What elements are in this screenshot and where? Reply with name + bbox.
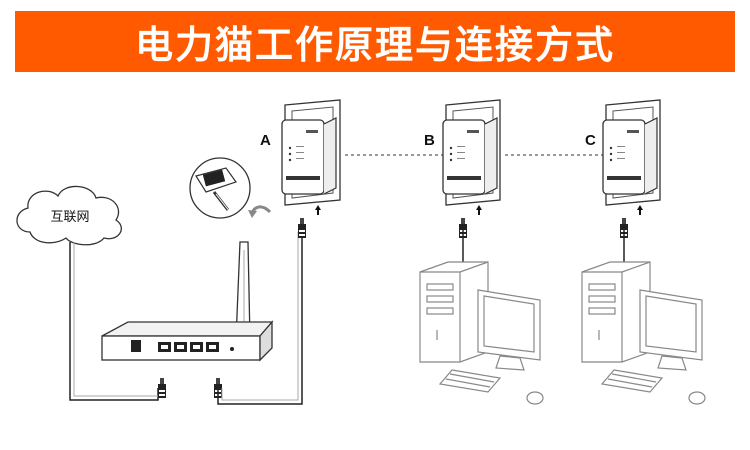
ethernet-plug-icon: [158, 378, 222, 398]
computer-c: [581, 261, 706, 405]
powerline-adapter-icon: [281, 117, 337, 195]
computer-b: [419, 261, 544, 405]
arrow-up-icon: [315, 205, 321, 215]
arrow-up-icon: [476, 205, 482, 215]
cloud-icon: 互联网: [16, 185, 122, 246]
adapter-label-c: C: [585, 132, 596, 149]
powerline-adapter-icon: [602, 117, 658, 195]
mouse-icon: [688, 391, 706, 405]
router-icon: [101, 241, 274, 362]
cloud-label: 互联网: [50, 210, 89, 225]
adapter-b: B: [424, 99, 501, 268]
keyboard-icon: [600, 369, 664, 393]
adapter-c: C: [585, 99, 661, 268]
page-title: 电力猫工作原理与连接方式: [134, 23, 615, 67]
powerline-adapter-icon: [442, 117, 498, 195]
monitor-icon: [639, 289, 703, 371]
monitor-icon: [477, 289, 541, 371]
desktop-computer-icon: [581, 261, 651, 363]
desktop-computer-icon: [419, 261, 489, 363]
keyboard-icon: [438, 369, 502, 393]
title-banner: 电力猫工作原理与连接方式: [15, 11, 735, 72]
adapter-label-b: B: [424, 132, 435, 149]
mouse-icon: [526, 391, 544, 405]
plug-detail-inset: [189, 157, 251, 219]
adapter-label-a: A: [260, 132, 271, 149]
arrow-up-icon: [637, 205, 643, 215]
adapter-a: A: [260, 99, 341, 238]
